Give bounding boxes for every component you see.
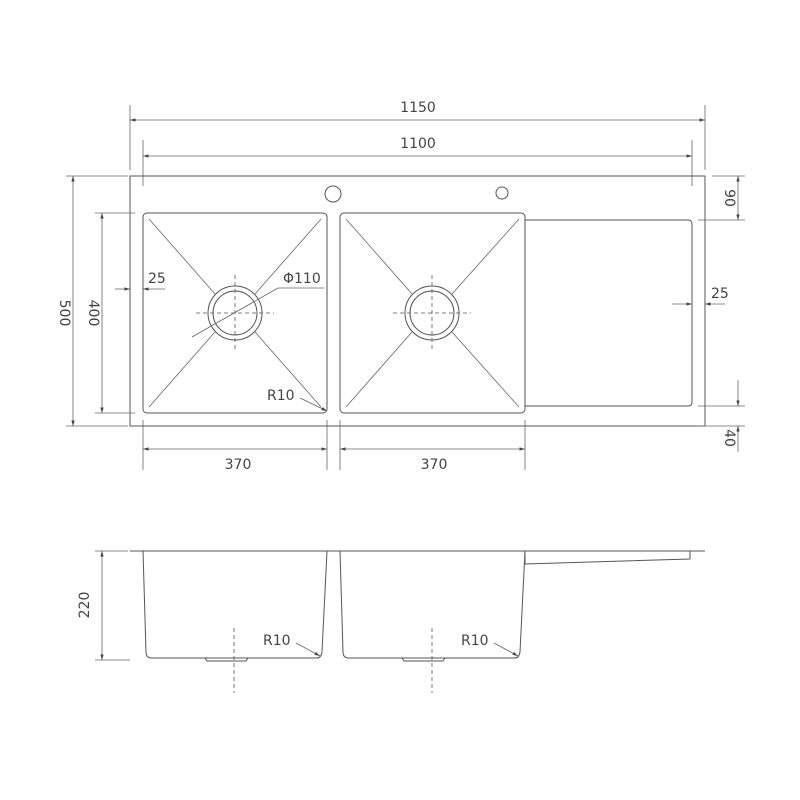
- drain-diameter-label: Φ110: [283, 271, 321, 287]
- bowl-2: [339, 212, 526, 414]
- dimension-side-radius: R10 R10: [263, 633, 519, 657]
- dimension-corner-radius: R10: [267, 388, 328, 412]
- front-margin-label: 40: [721, 429, 737, 447]
- dimension-bowl-height: 220: [77, 550, 130, 661]
- bowl-2-profile: [339, 550, 526, 659]
- dimension-bowl-depth: 400: [85, 212, 135, 414]
- bowl1-width-label: 370: [225, 457, 252, 473]
- top-view: [129, 175, 706, 427]
- dimension-rear-margin: 90: [698, 175, 745, 221]
- bowl-1: [142, 212, 328, 414]
- tap-hole: [324, 185, 342, 203]
- edge-left-label: 25: [148, 271, 166, 287]
- dimension-edge-right: 25: [672, 286, 729, 306]
- bowl-height-label: 220: [77, 592, 93, 619]
- side-radius-2-label: R10: [461, 633, 489, 649]
- dimension-bowl-widths: 370 370: [142, 420, 526, 473]
- tap-hole: [495, 186, 509, 200]
- dimension-overall-depth: 500: [56, 175, 128, 427]
- dimension-edge-left: 25: [115, 271, 166, 291]
- corner-radius-label: R10: [267, 388, 295, 404]
- bowl-depth-label: 400: [85, 300, 101, 327]
- overall-depth-label: 500: [56, 300, 72, 327]
- inner-width-label: 1100: [400, 136, 436, 152]
- drainboard-profile: [524, 551, 691, 565]
- dimension-front-margin: 40: [698, 380, 745, 452]
- overall-width-label: 1150: [400, 100, 436, 116]
- dimension-drain-diameter: Φ110: [191, 271, 324, 338]
- bowl2-width-label: 370: [421, 457, 448, 473]
- rear-margin-label: 90: [721, 189, 737, 207]
- bowl-1-profile: [142, 550, 328, 659]
- edge-right-label: 25: [711, 286, 729, 302]
- dimension-inner-width: 1100: [142, 136, 693, 186]
- drainboard: [525, 219, 693, 407]
- dimension-overall-width: 1150: [129, 100, 706, 170]
- side-view: [130, 550, 705, 693]
- side-radius-1-label: R10: [263, 633, 291, 649]
